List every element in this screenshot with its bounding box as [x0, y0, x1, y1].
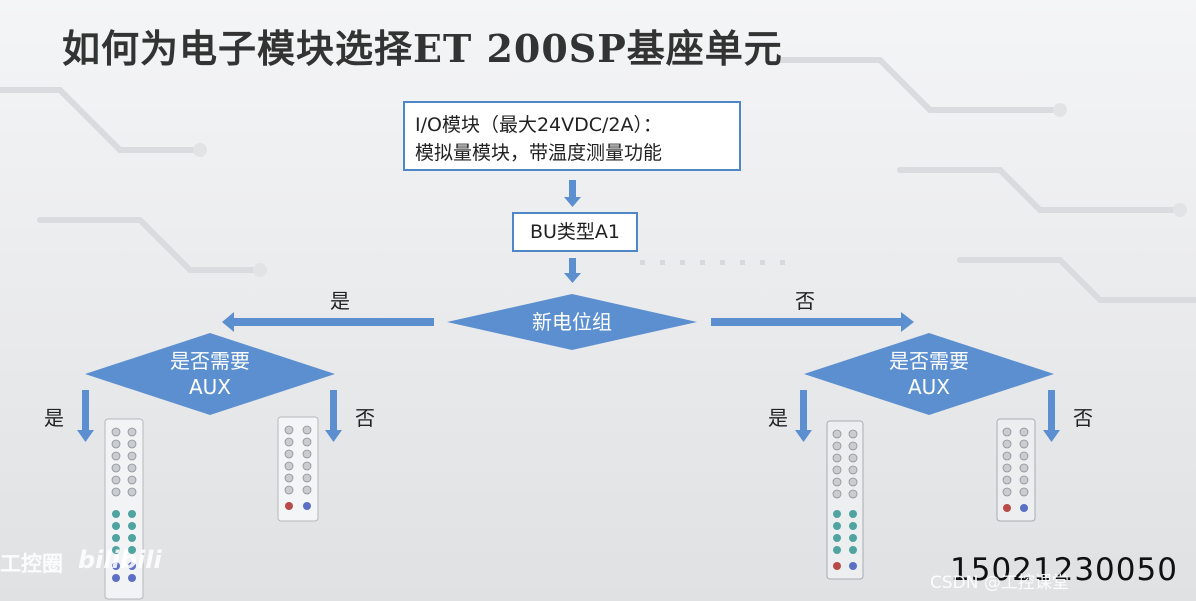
page-title: 如何为电子模块选择ET 200SP基座单元	[62, 26, 783, 71]
arrow-bu-to-diamond	[564, 258, 581, 283]
bu-type-box: BU类型A1	[512, 212, 638, 252]
left-no-label: 否	[355, 406, 375, 430]
io-module-line2: 模拟量模块，带温度测量功能	[415, 142, 663, 164]
left-decision-line2: AUX	[188, 375, 232, 399]
arrow-right-no	[711, 312, 914, 332]
center-diamond-label: 新电位组	[532, 310, 612, 334]
left-decision-line1: 是否需要	[170, 349, 250, 373]
right-decision-line1: 是否需要	[889, 349, 969, 373]
base-unit-image-left-yes	[104, 418, 144, 600]
base-unit-image-right-yes	[826, 420, 864, 580]
new-potential-group-diamond	[447, 294, 697, 350]
arrow-right-yes-down	[795, 390, 812, 442]
arrow-box-to-bu	[564, 180, 581, 207]
left-decision-label: 是否需要 AUX	[110, 348, 310, 400]
left-branch-yes-label: 是	[330, 289, 350, 313]
base-unit-image-left-no	[277, 416, 319, 522]
arrow-left-yes-down	[77, 390, 94, 442]
csdn-watermark: CSDN @工控课堂	[930, 573, 1069, 593]
io-module-box: I/O模块（最大24VDC/2A）： 模拟量模块，带温度测量功能	[403, 101, 741, 171]
arrow-right-no-down	[1043, 390, 1060, 442]
right-aux-decision-diamond	[804, 333, 1054, 415]
left-aux-decision-diamond	[85, 333, 335, 415]
channel-watermark: 工控圈	[0, 552, 63, 576]
site-watermark: bilibili	[78, 546, 162, 574]
right-yes-label: 是	[768, 406, 788, 430]
right-no-label: 否	[1073, 406, 1093, 430]
phone-number: 15021230050	[950, 552, 1178, 588]
arrow-left-yes	[222, 312, 434, 332]
left-yes-label: 是	[44, 406, 64, 430]
right-decision-label: 是否需要 AUX	[829, 348, 1029, 400]
arrow-left-no-down	[325, 390, 342, 442]
right-decision-line2: AUX	[907, 375, 951, 399]
base-unit-image-right-no	[996, 418, 1036, 522]
right-branch-no-label: 否	[795, 289, 815, 313]
io-module-line1: I/O模块（最大24VDC/2A）：	[415, 114, 663, 136]
